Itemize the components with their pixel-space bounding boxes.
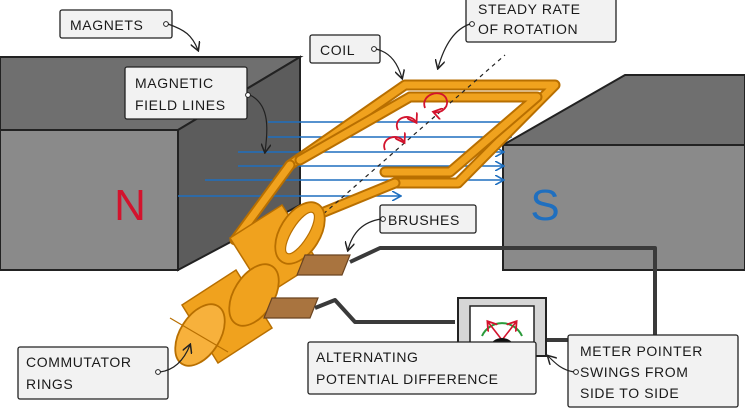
label-brushes: BRUSHES: [348, 204, 477, 250]
brushes: [263, 254, 351, 319]
north-pole-label: N: [114, 181, 146, 230]
svg-text:MAGNETS: MAGNETS: [70, 17, 143, 33]
commutator-rings: [169, 201, 326, 367]
svg-text:METER POINTER: METER POINTER: [580, 343, 703, 359]
coil: [229, 79, 561, 246]
svg-text:ALTERNATING: ALTERNATING: [316, 349, 419, 365]
label-magnets: MAGNETS: [59, 9, 198, 50]
label-field-lines: MAGNETIC FIELD LINES: [124, 66, 267, 152]
svg-text:COMMUTATOR: COMMUTATOR: [26, 354, 132, 370]
svg-text:OF ROTATION: OF ROTATION: [478, 21, 578, 37]
svg-text:BRUSHES: BRUSHES: [388, 212, 460, 228]
label-coil: COIL: [309, 34, 402, 78]
label-alternating-pd: ALTERNATING POTENTIAL DIFFERENCE: [307, 341, 537, 395]
svg-text:COIL: COIL: [320, 42, 355, 58]
svg-text:RINGS: RINGS: [26, 376, 73, 392]
svg-text:STEADY RATE: STEADY RATE: [478, 1, 581, 17]
south-pole-label: S: [530, 181, 559, 230]
rotation-arrows: [383, 92, 448, 151]
svg-text:MAGNETIC: MAGNETIC: [135, 75, 214, 91]
svg-text:POTENTIAL DIFFERENCE: POTENTIAL DIFFERENCE: [316, 371, 499, 387]
svg-text:FIELD LINES: FIELD LINES: [135, 97, 226, 113]
svg-text:SIDE TO SIDE: SIDE TO SIDE: [580, 385, 679, 401]
rotation-axis: [184, 54, 506, 336]
svg-text:SWINGS FROM: SWINGS FROM: [580, 364, 688, 380]
label-meter-pointer: METER POINTER SWINGS FROM SIDE TO SIDE: [548, 334, 739, 408]
south-magnet: S: [499, 74, 745, 271]
label-commutator: COMMUTATOR RINGS: [17, 345, 190, 400]
label-steady-rate: STEADY RATE OF ROTATION: [438, 0, 617, 68]
